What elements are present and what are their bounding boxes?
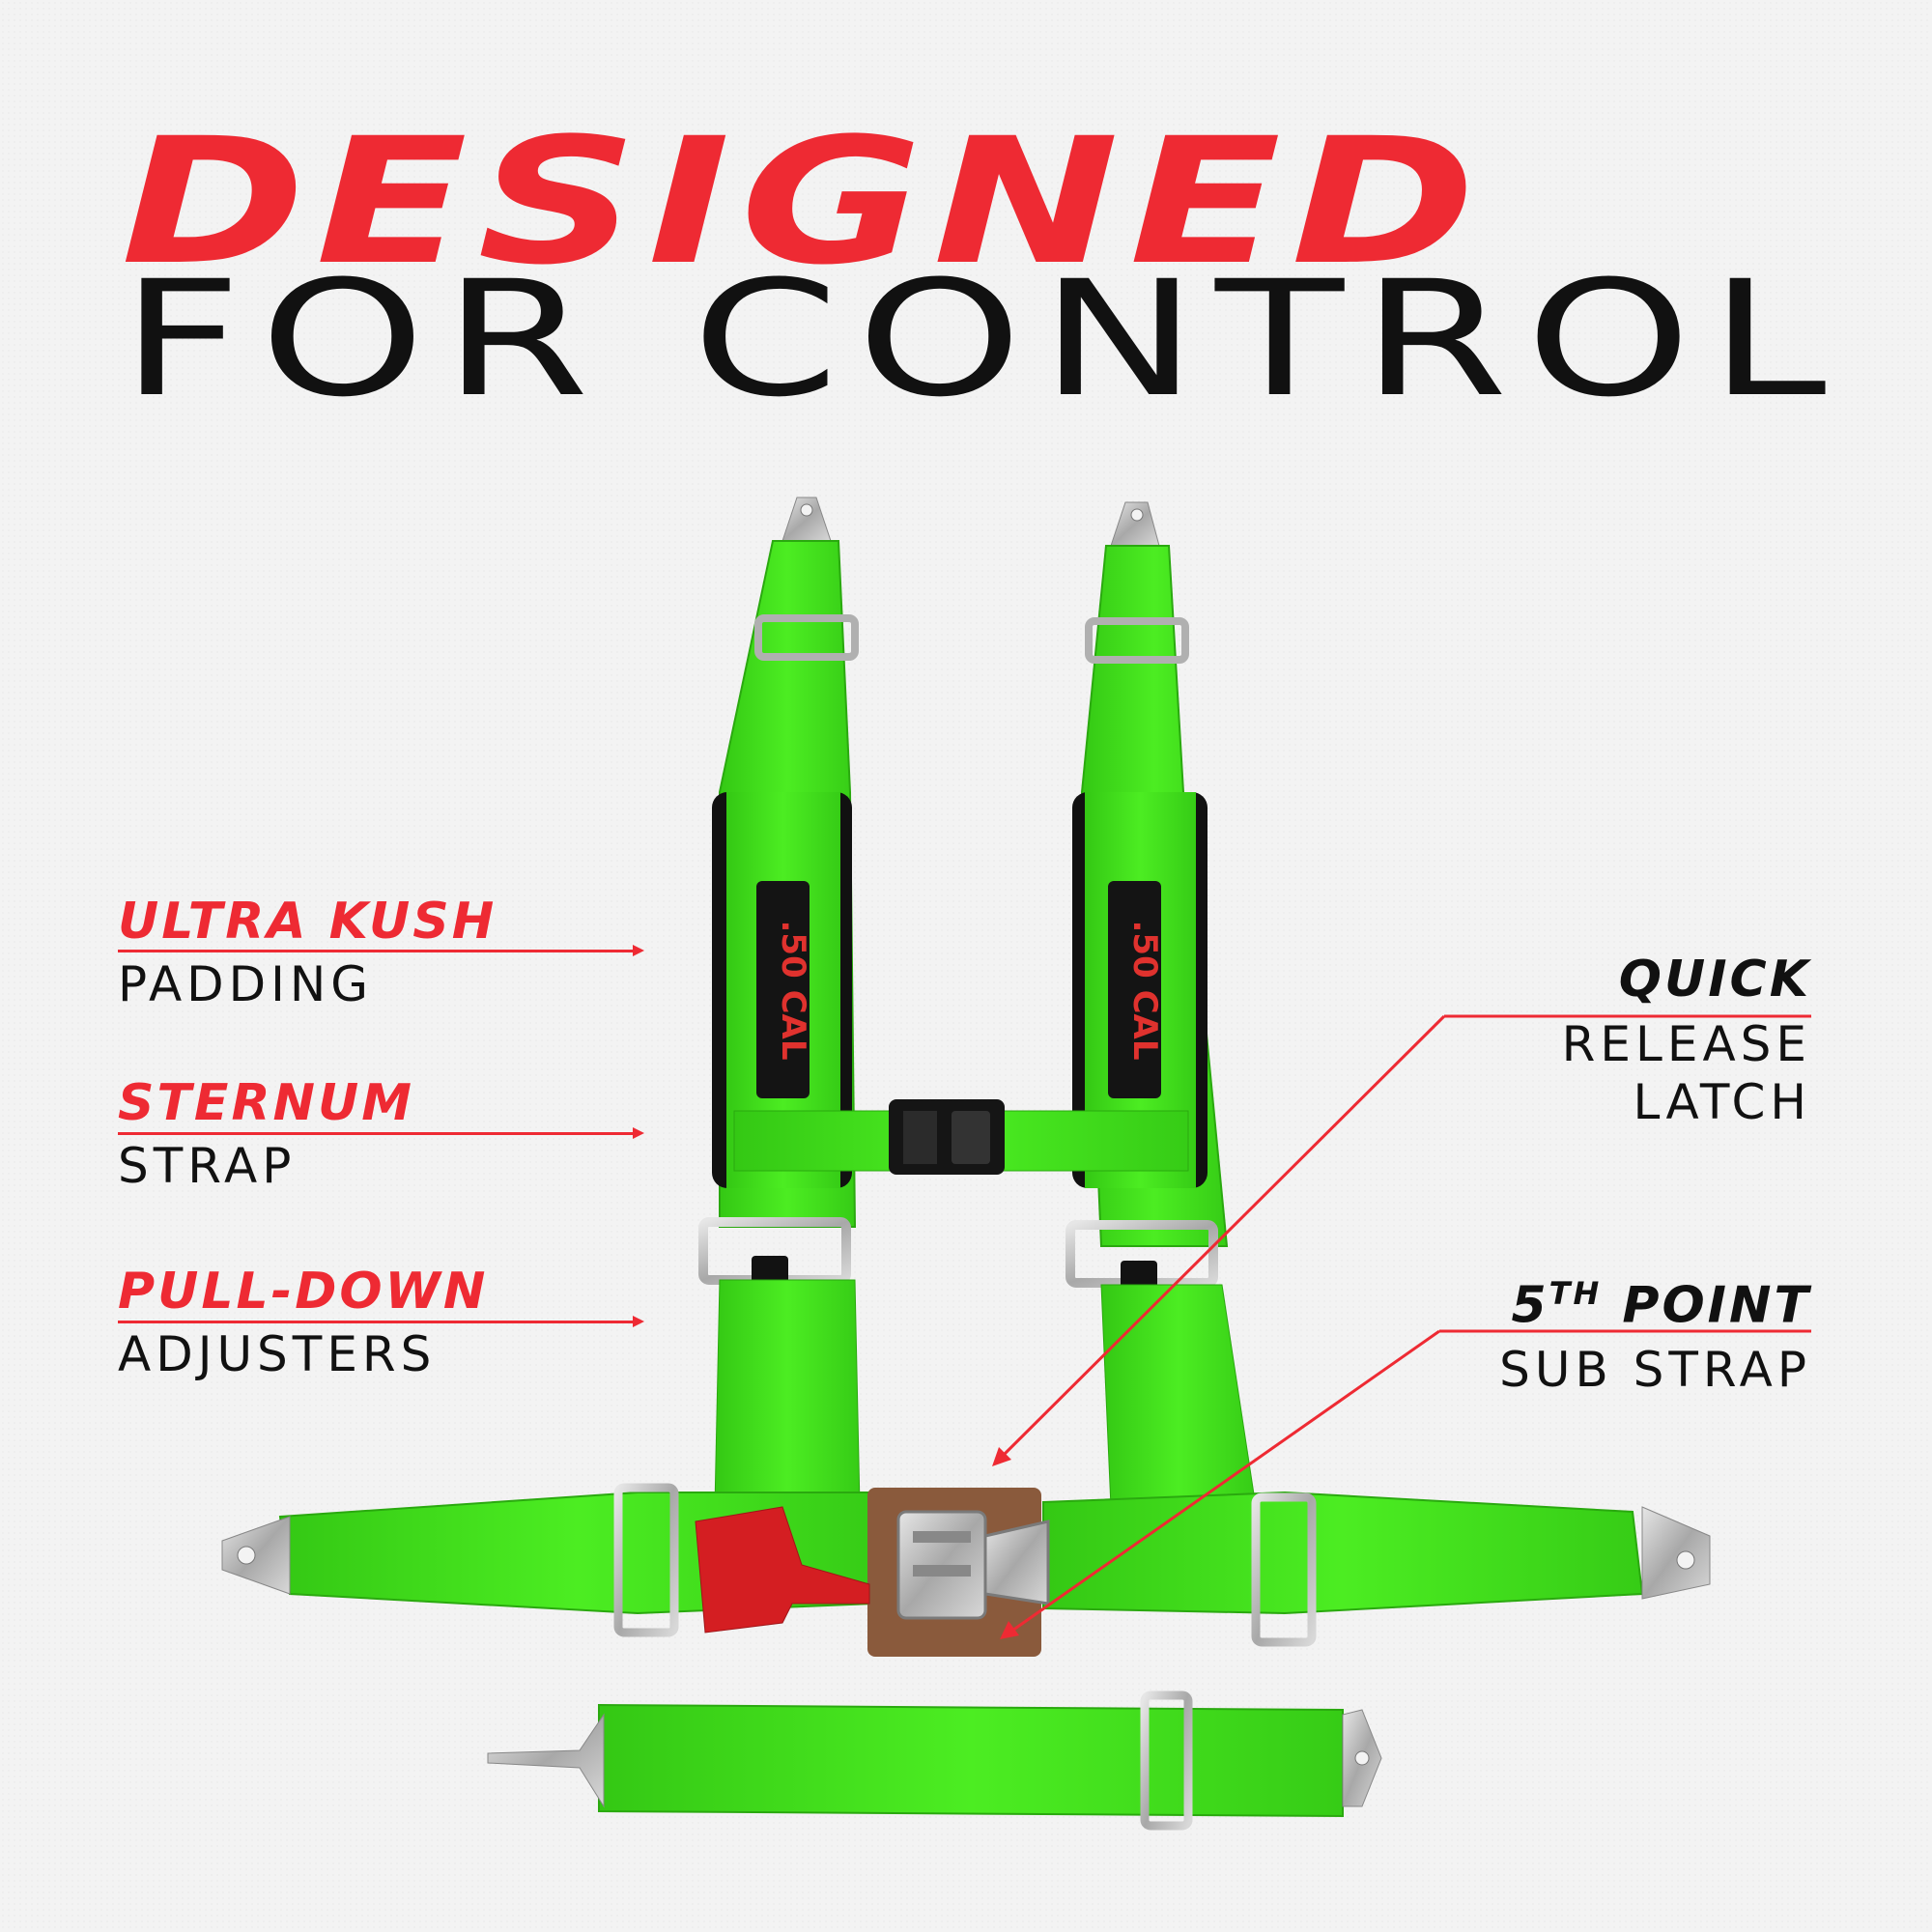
latch-pointer-line xyxy=(998,1014,1811,1461)
left-lap-anchor xyxy=(221,1516,291,1595)
callout-sternum-underline xyxy=(118,1132,635,1135)
callout-padding-underline xyxy=(118,950,635,952)
left-logo-patch xyxy=(756,881,810,1098)
callout-sub-strap-subtitle: SUB STRAP xyxy=(1499,1342,1811,1399)
latch-pointer-arrowhead xyxy=(992,1447,1011,1466)
right-lap-anchor xyxy=(1641,1506,1711,1600)
right-lap-adjuster xyxy=(1251,1492,1317,1647)
sub-strap-pointer-line xyxy=(1009,1329,1811,1634)
callout-sternum-arrowhead xyxy=(633,1127,644,1139)
callout-sub-strap-title: 5TH POINT xyxy=(1511,1275,1811,1335)
callout-latch-subtitle-line1: RELEASE xyxy=(1561,1016,1811,1072)
left-lap-adjuster xyxy=(613,1483,679,1637)
headline-for-control: FOR CONTROL xyxy=(121,246,1845,432)
callout-sternum: STERNUM STRAP xyxy=(118,1075,414,1195)
right-shoulder-anchor xyxy=(1110,501,1160,547)
right-slide-adjuster xyxy=(1085,617,1189,664)
left-slide-adjuster xyxy=(754,614,859,661)
callout-adjusters-underline xyxy=(118,1321,635,1323)
headline-designed: DESIGNED xyxy=(121,101,1486,303)
callout-sternum-subtitle: STRAP xyxy=(118,1138,297,1194)
sub-strap-tongue xyxy=(487,1713,605,1808)
callout-adjusters: PULL-DOWN ADJUSTERS xyxy=(118,1264,488,1383)
callout-adjusters-subtitle: ADJUSTERS xyxy=(118,1326,437,1382)
right-logo-text: .50 CAL xyxy=(1125,921,1164,1061)
latch-red-pull-tab xyxy=(695,1506,870,1634)
callout-sub-strap: 5TH POINT SUB STRAP xyxy=(1499,1265,1811,1399)
callout-padding-arrowhead xyxy=(633,945,644,956)
left-logo-text: .50 CAL xyxy=(774,921,812,1061)
callout-padding-subtitle: PADDING xyxy=(118,956,374,1012)
callout-latch-subtitle-line2: LATCH xyxy=(1633,1074,1811,1130)
callout-padding: ULTRA KUSH PADDING xyxy=(118,894,497,1013)
sub-strap-pointer-arrowhead xyxy=(1000,1621,1019,1639)
right-logo-patch xyxy=(1108,881,1161,1098)
callout-adjusters-arrowhead xyxy=(633,1316,644,1327)
callout-sternum-title: STERNUM xyxy=(118,1074,414,1132)
sub-strap xyxy=(598,1703,1344,1818)
callout-latch: QUICK RELEASE LATCH xyxy=(1562,952,1811,1131)
callout-padding-title: ULTRA KUSH xyxy=(118,893,497,951)
callout-latch-title: QUICK xyxy=(1618,951,1811,1009)
sub-strap-adjuster xyxy=(1140,1690,1193,1831)
lap-belt-right xyxy=(1042,1491,1644,1615)
callout-adjusters-title: PULL-DOWN xyxy=(118,1263,489,1321)
